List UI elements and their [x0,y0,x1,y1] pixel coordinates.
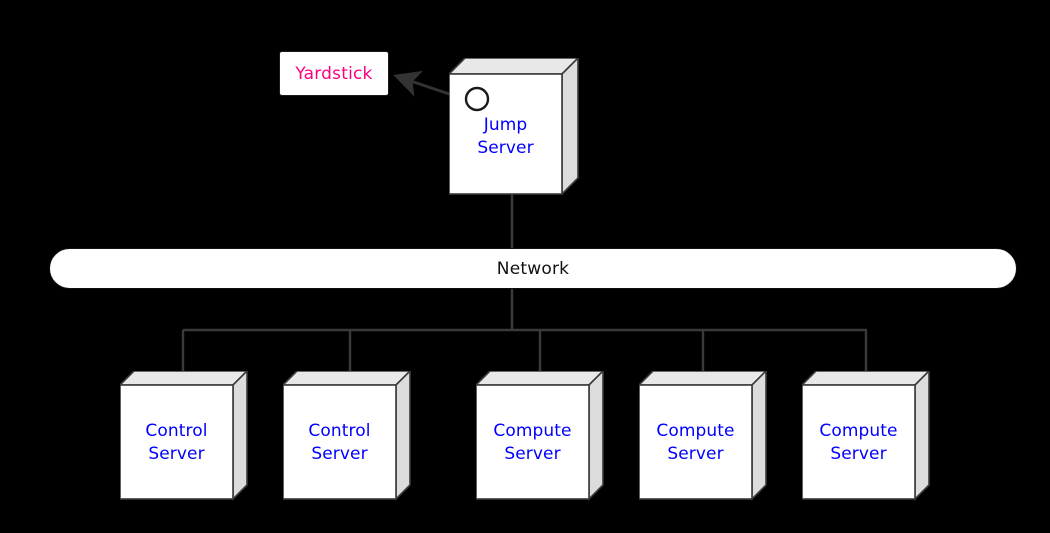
box-side-face [751,371,767,501]
box-front-face [476,384,590,500]
box-top-face [120,371,249,386]
compute-server-3-box-shape [802,371,931,501]
control-server-1-box-shape [120,371,249,501]
box-front-face [283,384,397,500]
network-label: Network [496,258,570,279]
control-server-1-node[interactable]: Control Server [120,371,250,501]
box-side-face [395,371,411,501]
jump-server-box-shape [449,58,579,195]
control-server-2-node[interactable]: Control Server [283,371,413,501]
box-side-face [232,371,248,501]
compute-server-2-box-shape [639,371,768,501]
network-bar[interactable]: Network [49,248,1017,289]
box-top-face [802,371,931,386]
compute-server-2-node[interactable]: Compute Server [639,371,769,501]
yardstick-label: Yardstick [295,63,373,84]
compute-server-3-node[interactable]: Compute Server [802,371,932,501]
box-top-face [449,58,579,75]
box-front-face [120,384,234,500]
box-front-face [639,384,753,500]
box-top-face [639,371,768,386]
compute-server-1-box-shape [476,371,605,501]
box-top-face [283,371,412,386]
control-server-2-box-shape [283,371,412,501]
box-front-face [802,384,916,500]
box-top-face [476,371,605,386]
box-side-face [561,58,579,195]
jump-server-node[interactable]: Jump Server [449,58,579,195]
box-side-face [914,371,930,501]
yardstick-box[interactable]: Yardstick [279,51,389,96]
compute-server-1-node[interactable]: Compute Server [476,371,606,501]
circle-port-icon [464,86,490,112]
box-side-face [588,371,604,501]
box-front-face [449,73,563,195]
